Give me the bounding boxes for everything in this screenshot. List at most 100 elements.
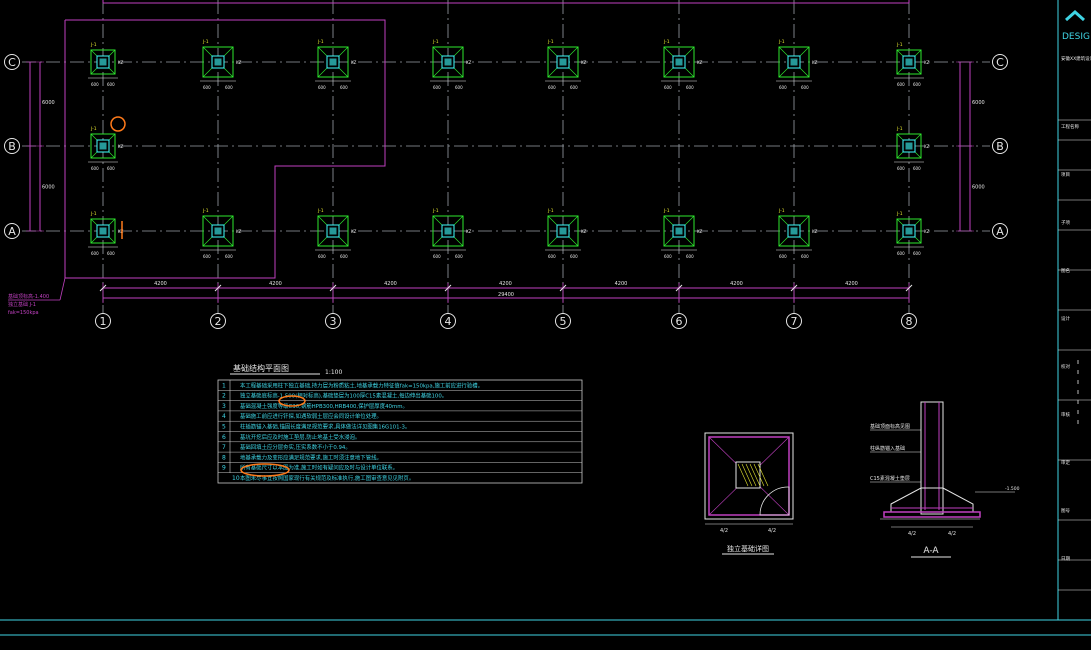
axis-label-y: A — [996, 225, 1004, 238]
footing-outline — [778, 46, 810, 78]
axis-label-x: 3 — [330, 315, 337, 328]
column-fill — [790, 58, 798, 66]
footing-dim-label: 600 — [225, 254, 233, 259]
detail-column — [735, 461, 761, 489]
section-level: -1.500 — [1005, 486, 1020, 492]
footing-dim-label: 600 — [107, 82, 115, 87]
footing-dim-label: 600 — [91, 251, 99, 256]
footing-mark: J-1 — [317, 208, 324, 214]
footing-outline — [90, 133, 116, 159]
left-note-leader — [59, 277, 66, 301]
column-fill — [675, 227, 683, 235]
footing-dim-label: 600 — [225, 85, 233, 90]
title-block-field: 审核 — [1061, 411, 1070, 418]
footing-dim-label: 600 — [897, 166, 905, 171]
footing-dim-label: 600 — [455, 254, 463, 259]
axis-label-y: A — [8, 225, 16, 238]
detail-hatch — [757, 463, 769, 487]
footing-mark: J-1 — [90, 42, 97, 48]
footing-dim-label: 600 — [664, 85, 672, 90]
note-text: 柱插筋锚入基础,锚固长度满足规范要求,具体做法详见图集16G101-3。 — [240, 423, 410, 431]
footing-mark: J-1 — [778, 39, 785, 45]
column-fill — [99, 227, 107, 235]
highlight-circle — [110, 116, 126, 132]
note-text: 基础混凝土强度等级C30,钢筋HPB300,HRB400,保护层厚度40mm。 — [240, 402, 408, 410]
axis-label-x: 7 — [791, 315, 798, 328]
footing-dim-label: 600 — [433, 85, 441, 90]
axis-bubble — [901, 313, 917, 329]
axis-bubble — [992, 54, 1008, 70]
column-fill — [99, 142, 107, 150]
section-note: 基础顶面标高见图 — [870, 423, 910, 430]
column-fill — [905, 58, 913, 66]
note-number: 2 — [222, 393, 226, 400]
detail-hatch — [749, 463, 761, 487]
footing-dim-label: 600 — [203, 85, 211, 90]
left-note-line: 独立基础 J-1 — [8, 301, 36, 308]
detail-dim-label: 4/2 — [768, 528, 776, 534]
note-text: 基础回填土应分层夯实,压实系数不小于0.94。 — [240, 443, 351, 451]
axis-bubble — [4, 54, 20, 70]
footing-outline — [547, 46, 579, 78]
detail-dim-label: 4/2 — [720, 528, 728, 534]
footing-dim-label: 600 — [897, 82, 905, 87]
footing-side-label: KZ — [812, 229, 818, 234]
note-text: 本图未尽事宜按照国家现行有关规范及标准执行,施工图审查意见见附页。 — [240, 474, 414, 482]
span-dimension-label: 4200 — [845, 281, 858, 287]
column-fill — [329, 227, 337, 235]
axis-bubble — [95, 313, 111, 329]
footing-side-label: KZ — [351, 229, 357, 234]
title-block-field: 审定 — [1061, 459, 1070, 466]
title-block-field: 校对 — [1061, 363, 1070, 370]
title-block-field: 子项 — [1061, 219, 1070, 226]
footing-mark: J-1 — [663, 39, 670, 45]
axis-label-y: C — [8, 56, 16, 69]
column-fill — [559, 227, 567, 235]
footing-mark: J-1 — [90, 126, 97, 132]
footing-side-label: KZ — [924, 144, 930, 149]
axis-label-y: B — [996, 140, 1004, 153]
footing-dim-label: 600 — [913, 251, 921, 256]
footing-dim-label: 600 — [340, 85, 348, 90]
dim-slash — [329, 284, 337, 292]
title-block-field: 日期 — [1061, 556, 1070, 562]
axis-label-x: 4 — [445, 315, 452, 328]
side-dim-label: 6000 — [42, 185, 55, 191]
footing-dim-label: 600 — [686, 254, 694, 259]
footing-mark: J-1 — [432, 39, 439, 45]
footing-dim-label: 600 — [570, 254, 578, 259]
left-note-line: 基础顶标高-1.400 — [8, 293, 49, 300]
axis-bubble — [992, 138, 1008, 154]
footing-dim-label: 600 — [91, 82, 99, 87]
footing: 600 600 J-1KZ — [88, 42, 124, 87]
section-bedding — [883, 511, 981, 518]
note-text: 基础施工前应进行钎探,如遇软弱土层应会同设计单位处理。 — [240, 412, 382, 420]
axis-bubble — [992, 223, 1008, 239]
footing-mark: J-1 — [90, 211, 97, 217]
footing-mark: J-1 — [896, 211, 903, 217]
note-highlight — [278, 395, 306, 407]
title-block-field: 工程名称 — [1061, 123, 1079, 130]
note-number: 7 — [222, 444, 226, 451]
footing-mark: J-1 — [202, 208, 209, 214]
footing-side-label: KZ — [118, 60, 124, 65]
footing-dim-label: 600 — [801, 85, 809, 90]
axis-label-y: B — [8, 140, 16, 153]
footing-mark: J-1 — [896, 42, 903, 48]
footing-dim-label: 600 — [455, 85, 463, 90]
column-fill — [214, 58, 222, 66]
footing-dim-label: 600 — [897, 251, 905, 256]
span-dimension-label: 4200 — [615, 281, 628, 287]
footing-side-label: KZ — [812, 60, 818, 65]
column-fill — [444, 58, 452, 66]
side-dim-label: 6000 — [972, 100, 985, 106]
title-block-field: 图名 — [1061, 267, 1070, 274]
